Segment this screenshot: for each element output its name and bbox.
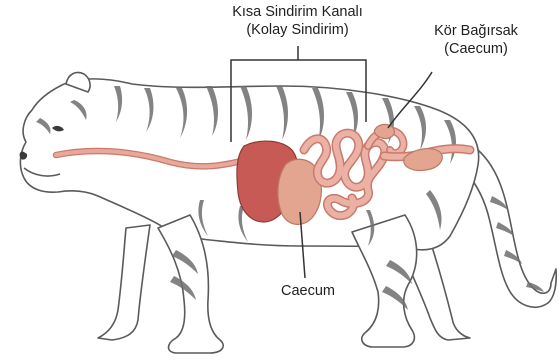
caecum-label-line1: Caecum: [262, 282, 354, 300]
caecum-label: Caecum: [262, 282, 354, 300]
blind-gut-label-line2: (Caecum): [396, 40, 556, 58]
far-fore-leg: [98, 225, 150, 340]
short-tract-label-line1: Kısa Sindirim Kanalı: [175, 3, 420, 21]
short-tract-label: Kısa Sindirim Kanalı (Kolay Sindirim): [175, 3, 420, 39]
caecum-pouch: [374, 124, 394, 138]
near-hind-leg: [352, 215, 417, 347]
blind-gut-label: Kör Bağırsak (Caecum): [396, 22, 556, 58]
blind-gut-label-line1: Kör Bağırsak: [396, 22, 556, 40]
short-tract-label-line2: (Kolay Sindirim): [175, 21, 420, 39]
